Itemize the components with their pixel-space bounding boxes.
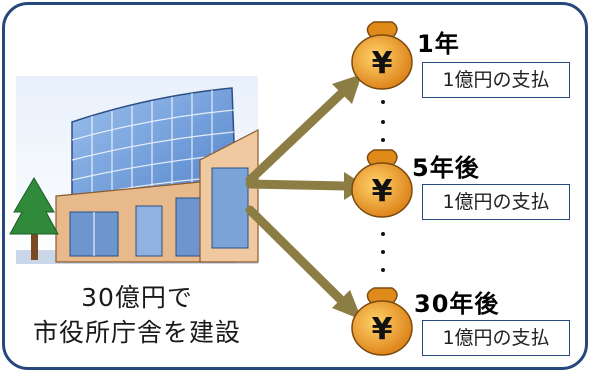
money-bag-icon: ¥ xyxy=(351,287,413,356)
ellipsis-dot xyxy=(381,100,385,104)
payment-year-30: 30年後 xyxy=(414,290,500,318)
svg-text:¥: ¥ xyxy=(372,312,393,347)
svg-text:¥: ¥ xyxy=(372,46,393,81)
tree-illustration xyxy=(9,177,59,260)
payment-amount-5: 1億円の支払 xyxy=(422,184,570,220)
payment-amount-1: 1億円の支払 xyxy=(422,62,570,98)
money-bag-icon: ¥ xyxy=(351,21,413,90)
payment-amount-30: 1億円の支払 xyxy=(422,320,570,356)
payment-arrows xyxy=(245,85,351,308)
ellipsis-dot xyxy=(381,232,385,236)
ellipsis-dot xyxy=(381,250,385,254)
payment-year-5: 5年後 xyxy=(412,154,480,182)
ellipsis-dot xyxy=(381,268,385,272)
money-bag-icon: ¥ xyxy=(351,149,413,218)
svg-text:¥: ¥ xyxy=(372,174,393,209)
city-hall-illustration xyxy=(9,76,259,264)
caption-cost: 30億円で xyxy=(81,283,193,312)
payment-year-1: 1年 xyxy=(417,30,460,58)
ellipsis-dot xyxy=(381,120,385,124)
caption-building: 市役所庁舎を建設 xyxy=(32,318,241,347)
ellipsis-dot xyxy=(381,138,385,142)
